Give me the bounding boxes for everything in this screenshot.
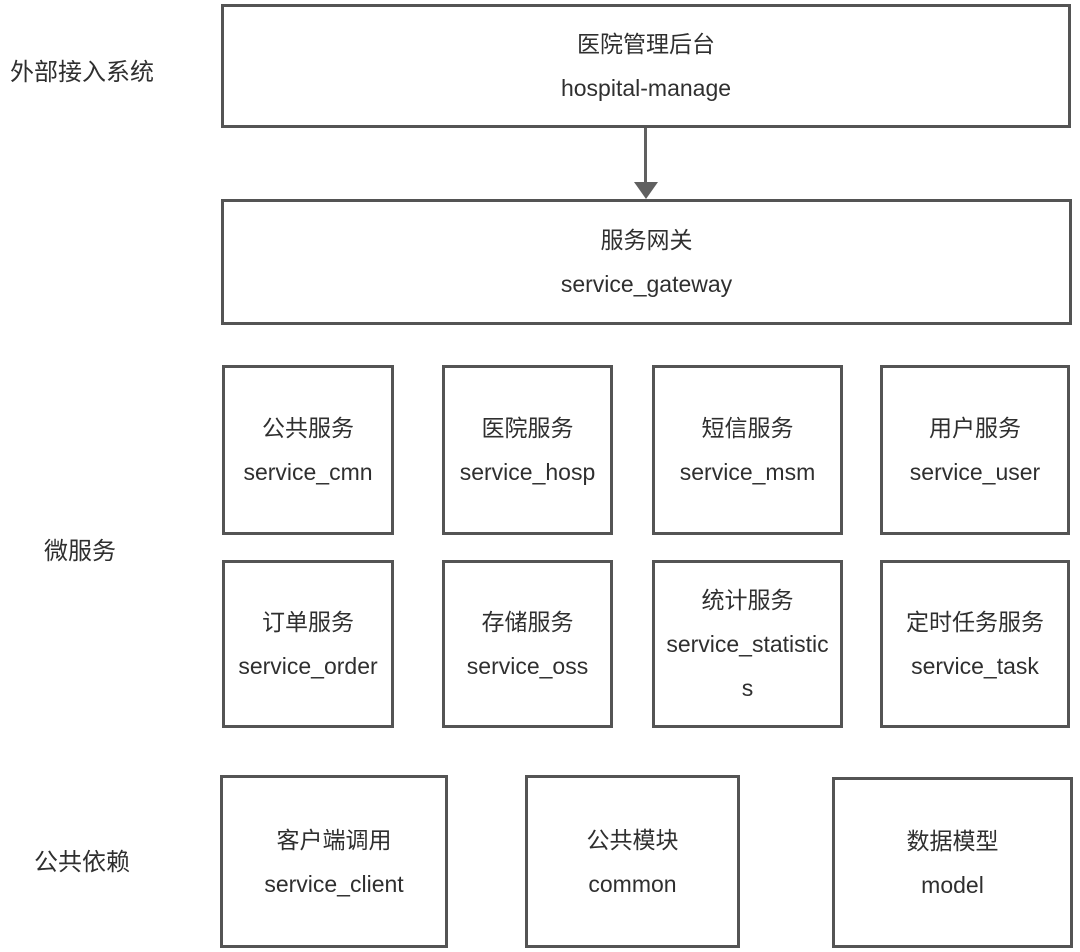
node-code: service_order (238, 653, 378, 679)
node-title: 统计服务 (701, 587, 794, 613)
node-code: common (588, 870, 677, 897)
node-title: 存储服务 (481, 609, 574, 635)
node-service-cmn: 公共服务 service_cmn (222, 365, 394, 535)
node-service-client: 客户端调用 service_client (220, 775, 448, 948)
flow-arrow-head-icon (634, 182, 658, 199)
node-title: 医院管理后台 (577, 31, 715, 57)
node-hospital-manage: 医院管理后台 hospital-manage (221, 4, 1071, 128)
node-code: service_msm (679, 459, 816, 485)
node-service-task: 定时任务服务 service_task (880, 560, 1070, 728)
node-model: 数据模型 model (832, 777, 1073, 948)
node-common: 公共模块 common (525, 775, 740, 948)
row-label-microservices: 微服务 (44, 538, 116, 565)
node-code: service_user (909, 459, 1041, 485)
node-service-oss: 存储服务 service_oss (442, 560, 613, 728)
node-title: 定时任务服务 (906, 609, 1044, 635)
node-service-hosp: 医院服务 service_hosp (442, 365, 613, 535)
node-title: 客户端调用 (276, 826, 392, 853)
node-title: 短信服务 (701, 415, 794, 441)
node-title: 公共服务 (262, 415, 354, 441)
row-label-external-systems: 外部接入系统 (10, 59, 154, 86)
node-code: hospital-manage (560, 75, 732, 101)
node-service-msm: 短信服务 service_msm (652, 365, 843, 535)
row-label-common-dependencies: 公共依赖 (34, 849, 130, 876)
node-title: 数据模型 (906, 827, 999, 854)
node-code: service_hosp (459, 459, 596, 485)
node-code: service_oss (466, 653, 589, 679)
node-service-user: 用户服务 service_user (880, 365, 1070, 535)
node-code: service_task (911, 653, 1039, 679)
node-title: 服务网关 (600, 227, 693, 253)
node-service-statistics: 统计服务 service_statistics (652, 560, 843, 728)
node-code: service_client (264, 870, 404, 897)
node-code: service_gateway (560, 271, 733, 297)
node-code: service_cmn (243, 459, 373, 485)
flow-arrow-line (644, 128, 647, 188)
node-service-gateway: 服务网关 service_gateway (221, 199, 1072, 325)
node-code: model (921, 871, 984, 898)
node-title: 订单服务 (262, 609, 354, 635)
node-title: 用户服务 (929, 415, 1021, 441)
node-title: 公共模块 (586, 826, 679, 853)
node-code: service_statistics (666, 631, 829, 701)
node-title: 医院服务 (481, 415, 574, 441)
node-service-order: 订单服务 service_order (222, 560, 394, 728)
